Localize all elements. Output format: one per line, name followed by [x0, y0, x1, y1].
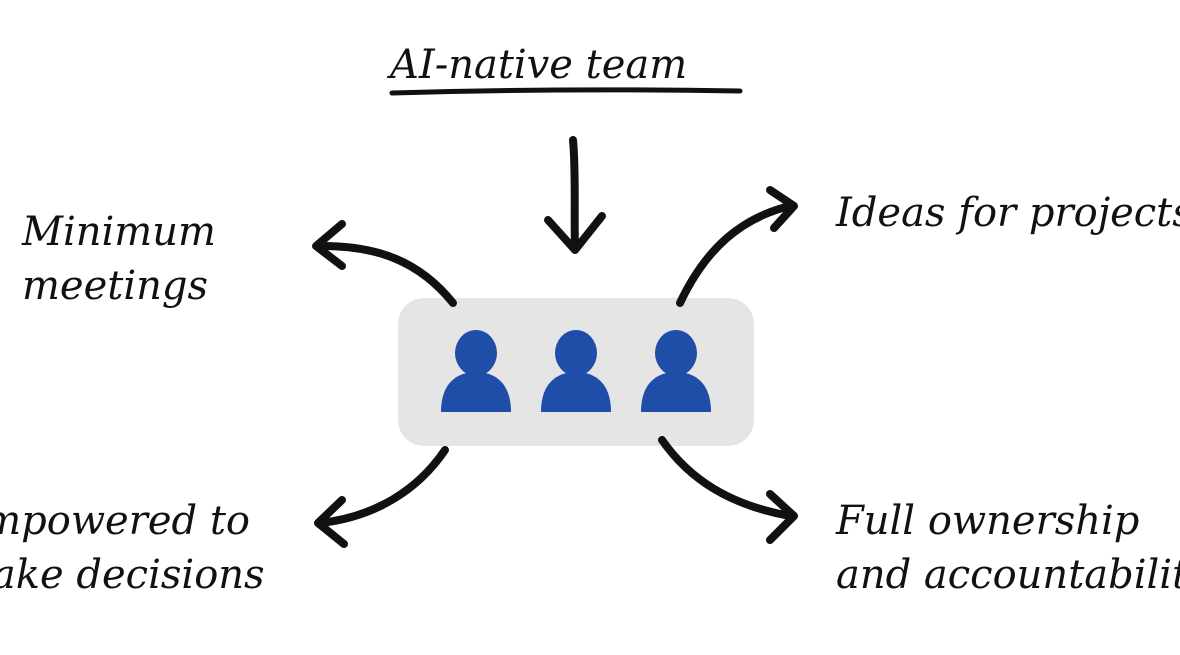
arrow-to-top-left: [312, 220, 457, 307]
person-icon: [541, 330, 611, 412]
branch-label-line: Empowered to: [0, 498, 250, 544]
arrow-to-top-right: [676, 186, 798, 307]
person-icon: [641, 330, 711, 412]
team-members: [441, 330, 711, 412]
arrow-title-to-team: [544, 136, 606, 254]
branch-label-bottom-left: Empowered to make decisions: [0, 494, 265, 602]
branch-label-line: and accountability: [836, 552, 1180, 598]
person-icon: [441, 330, 511, 412]
branch-label-line: Full ownership: [836, 498, 1140, 544]
diagram-title: AI-native team: [390, 42, 688, 88]
title-underline: [389, 87, 743, 96]
branch-label-bottom-right: Full ownership and accountability: [836, 494, 1180, 602]
branch-label-line: make decisions: [0, 552, 265, 598]
arrow-to-bottom-right: [658, 436, 798, 544]
branch-label-line: Minimum: [22, 209, 216, 255]
branch-label-line: meetings: [22, 263, 209, 309]
branch-label-top-left: Minimum meetings: [22, 205, 216, 313]
branch-label-top-right: Ideas for projects: [836, 186, 1180, 240]
arrow-to-bottom-left: [314, 446, 449, 548]
branch-label-line: Ideas for projects: [836, 190, 1180, 236]
